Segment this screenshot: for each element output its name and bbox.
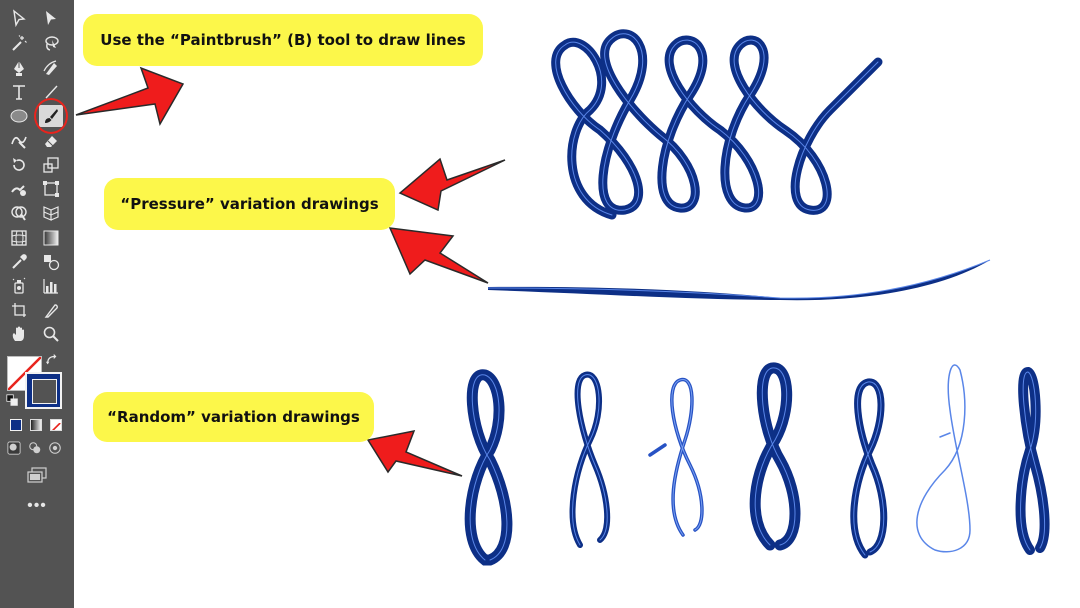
default-colors-icon [5, 393, 18, 406]
perspective-grid-icon [43, 206, 59, 221]
swap-fill-stroke-button[interactable] [44, 352, 60, 368]
slice-icon [44, 304, 58, 318]
random-stroke-3 [648, 377, 704, 537]
callout-random-variation: “Random” variation drawings [93, 392, 374, 442]
gradient-tool[interactable] [40, 228, 62, 248]
hand-icon [12, 326, 24, 341]
symbol-sprayer-tool[interactable] [8, 276, 30, 296]
callout-paintbrush-tool: Use the “Paintbrush” (B) tool to draw li… [83, 14, 483, 66]
draw-normal-icon [7, 441, 21, 455]
shape-builder-tool[interactable] [8, 203, 30, 223]
mesh-icon [11, 230, 27, 246]
scale-icon [43, 157, 59, 173]
shaper-tool[interactable] [8, 131, 30, 151]
draw-inside-icon [49, 442, 61, 454]
draw-behind-icon [29, 442, 41, 454]
stroke-color-swatch[interactable] [25, 372, 62, 409]
free-transform-icon [43, 181, 59, 197]
curvature-icon [43, 60, 57, 75]
random-stroke-2 [569, 371, 611, 548]
callout-pressure-variation: “Pressure” variation drawings [104, 178, 395, 230]
none-slash-icon [51, 422, 61, 430]
hand-tool[interactable] [8, 324, 30, 344]
random-stroke-7 [1015, 366, 1050, 555]
lasso-icon [45, 36, 59, 51]
selection-icon [13, 9, 26, 27]
default-colors-button[interactable] [4, 392, 20, 408]
eraser-icon [45, 136, 57, 147]
warp-tool[interactable] [8, 179, 30, 199]
random-stroke-5 [850, 378, 888, 559]
screen-mode-icon [27, 467, 47, 483]
artboard-icon [12, 303, 26, 317]
pressure-loop-drawing [551, 29, 883, 220]
rotate-tool[interactable] [8, 155, 30, 175]
random-stroke-6 [916, 364, 971, 553]
zoom-icon [43, 326, 59, 342]
direct-selection-tool[interactable] [40, 8, 62, 28]
shaper-icon [11, 136, 27, 149]
shape-builder-icon [11, 206, 27, 221]
warp-icon [11, 185, 26, 196]
swap-arrows-icon [45, 353, 57, 365]
curvature-tool[interactable] [40, 58, 62, 78]
eyedropper-icon [12, 254, 27, 269]
eyedropper-tool[interactable] [8, 252, 30, 272]
gradient-mode-button[interactable] [30, 419, 42, 431]
arrow-to-pressure-drawings [398, 157, 506, 212]
random-stroke-1 [464, 369, 513, 566]
screen-mode-button[interactable] [24, 465, 50, 487]
random-stroke-4 [749, 362, 801, 551]
eraser-tool[interactable] [40, 131, 62, 151]
gradient-icon [43, 230, 59, 246]
type-icon [13, 85, 25, 100]
color-mode-button[interactable] [10, 419, 22, 431]
blend-icon [44, 255, 60, 271]
pen-tool[interactable] [8, 58, 30, 78]
direct-selection-icon [46, 11, 56, 25]
ellipse-icon [10, 109, 28, 123]
pressure-long-stroke [487, 259, 991, 301]
arrow-to-random-drawings [366, 430, 463, 477]
zoom-tool[interactable] [40, 324, 62, 344]
draw-behind-button[interactable] [26, 439, 44, 457]
type-tool[interactable] [8, 82, 30, 102]
none-mode-button[interactable] [50, 419, 62, 431]
draw-inside-button[interactable] [46, 439, 64, 457]
pen-icon [14, 61, 24, 76]
column-graph-icon [43, 279, 58, 294]
free-transform-tool[interactable] [40, 179, 62, 199]
none-fill-icon [8, 357, 41, 390]
slice-tool[interactable] [40, 300, 62, 320]
lasso-tool[interactable] [40, 33, 62, 53]
column-graph-tool[interactable] [40, 276, 62, 296]
line-segment-tool[interactable] [40, 82, 62, 102]
random-drawings [464, 362, 1050, 566]
mesh-tool[interactable] [8, 228, 30, 248]
scale-tool[interactable] [40, 155, 62, 175]
artboard-tool[interactable] [8, 300, 30, 320]
blend-tool[interactable] [40, 252, 62, 272]
ellipse-tool[interactable] [8, 106, 30, 126]
perspective-grid-tool[interactable] [40, 203, 62, 223]
draw-normal-button[interactable] [5, 439, 23, 457]
line-segment-icon [45, 85, 58, 99]
tools-panel: ••• [0, 0, 74, 608]
selection-tool[interactable] [8, 8, 30, 28]
paintbrush-highlight-ring [34, 98, 68, 134]
rotate-icon [13, 158, 25, 171]
magic-wand-icon [12, 35, 27, 51]
arrow-to-pressure-line [388, 227, 489, 284]
arrow-to-paintbrush [75, 66, 185, 126]
more-tools-button[interactable]: ••• [27, 497, 47, 514]
symbol-sprayer-icon [12, 277, 26, 294]
magic-wand-tool[interactable] [8, 33, 30, 53]
